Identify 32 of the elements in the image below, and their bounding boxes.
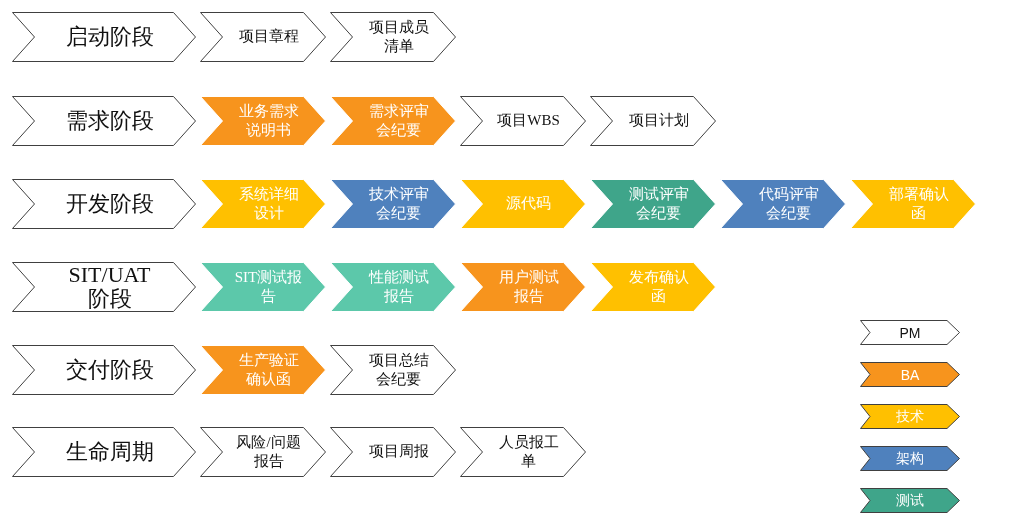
deliverable-step: 项目计划 xyxy=(590,96,716,146)
deliverable-step: 项目周报 xyxy=(330,427,456,477)
legend-label: PM xyxy=(898,323,922,343)
phase-step: SIT/UAT阶段 xyxy=(12,262,196,312)
phase-step: 开发阶段 xyxy=(12,179,196,229)
deliverable-step: 代码评审会纪要 xyxy=(720,179,846,229)
deliverable-step: SIT测试报告 xyxy=(200,262,326,312)
deliverable-step: 技术评审会纪要 xyxy=(330,179,456,229)
deliverable-step: 项目章程 xyxy=(200,12,326,62)
deliverable-step: 需求评审会纪要 xyxy=(330,96,456,146)
deliverable-step: 发布确认函 xyxy=(590,262,716,312)
phase-step: 需求阶段 xyxy=(12,96,196,146)
legend-label: 架构 xyxy=(895,449,925,468)
phase-step: 启动阶段 xyxy=(12,12,196,62)
deliverable-step: 部署确认函 xyxy=(850,179,976,229)
deliverable-step: 项目总结会纪要 xyxy=(330,345,456,395)
deliverable-step: 用户测试报告 xyxy=(460,262,586,312)
legend-label: BA xyxy=(899,365,921,385)
deliverable-step: 生产验证确认函 xyxy=(200,345,326,395)
phase-step: 生命周期 xyxy=(12,427,196,477)
deliverable-step: 业务需求说明书 xyxy=(200,96,326,146)
deliverable-step: 测试评审会纪要 xyxy=(590,179,716,229)
deliverable-step: 性能测试报告 xyxy=(330,262,456,312)
deliverable-step: 源代码 xyxy=(460,179,586,229)
deliverable-step: 人员报工单 xyxy=(460,427,586,477)
deliverable-step: 系统详细设计 xyxy=(200,179,326,229)
deliverable-step: 项目WBS xyxy=(460,96,586,146)
phase-step: 交付阶段 xyxy=(12,345,196,395)
deliverable-step: 风险/问题报告 xyxy=(200,427,326,477)
legend-label: 测试 xyxy=(895,491,925,510)
legend-label: 技术 xyxy=(895,407,925,426)
deliverable-step: 项目成员清单 xyxy=(330,12,456,62)
